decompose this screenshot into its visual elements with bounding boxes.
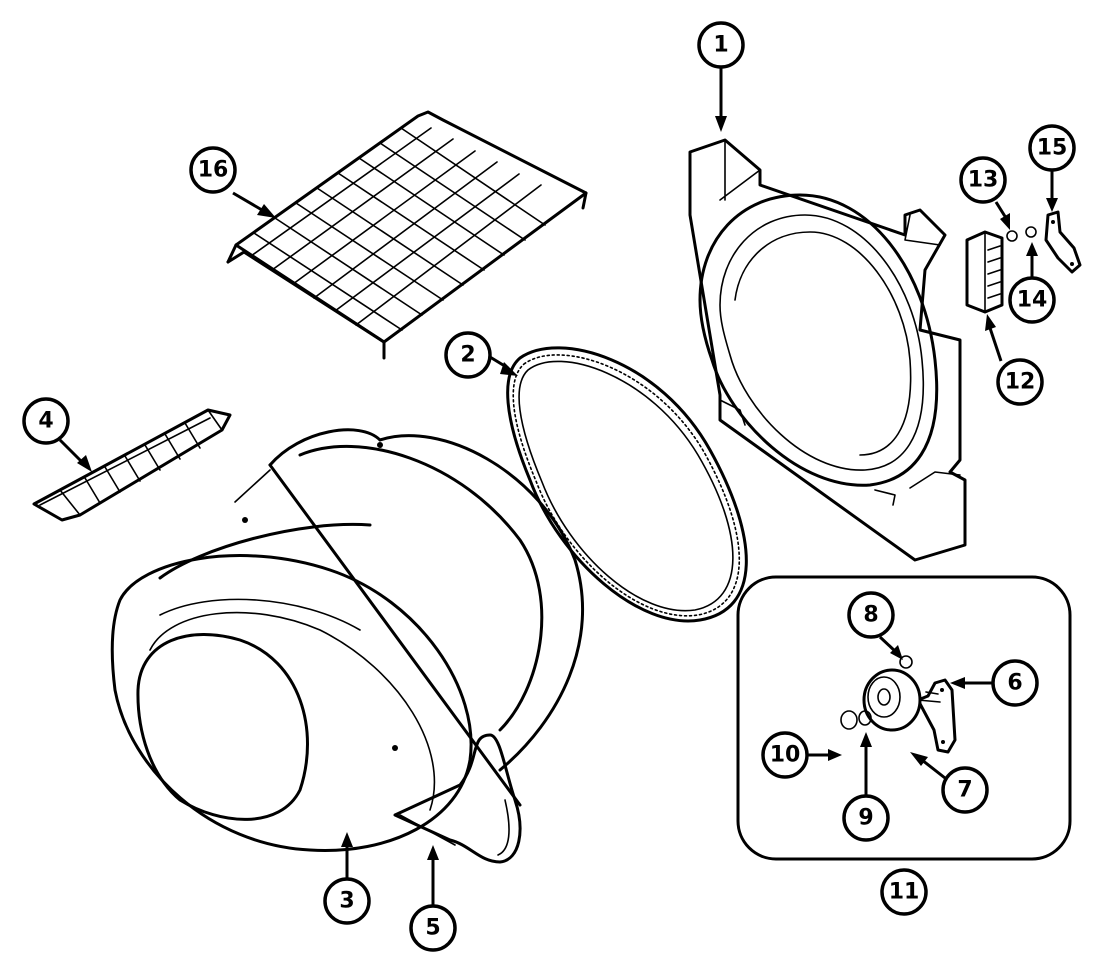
callout-14: 14 <box>1008 276 1056 324</box>
callout-15: 15 <box>1028 124 1076 172</box>
callout-1: 1 <box>697 21 745 69</box>
callout-6: 6 <box>991 659 1039 707</box>
leader-lines <box>58 66 1058 906</box>
callout-3: 3 <box>323 877 371 925</box>
baffle-part <box>32 408 232 522</box>
terminal-block-part <box>965 230 1004 314</box>
belt-part <box>393 733 522 864</box>
callout-11: 11 <box>880 868 928 916</box>
svg-text:5: 5 <box>425 916 440 941</box>
drum-part <box>110 428 585 852</box>
svg-text:7: 7 <box>957 778 972 803</box>
roller-cap-part <box>899 655 913 669</box>
retaining-ring-part <box>840 710 858 730</box>
svg-text:16: 16 <box>198 158 229 183</box>
washer-part <box>1006 226 1037 242</box>
callout-7: 7 <box>941 766 989 814</box>
callout-10: 10 <box>761 731 809 779</box>
callout-12: 12 <box>996 358 1044 406</box>
svg-text:12: 12 <box>1005 370 1036 395</box>
roller-kit-inset <box>736 575 1072 861</box>
callout-13: 13 <box>959 156 1007 204</box>
callout-8: 8 <box>847 591 895 639</box>
svg-text:8: 8 <box>863 603 878 628</box>
seal-part <box>506 346 748 623</box>
roller-bracket-part <box>916 678 957 754</box>
front-panel-part <box>688 138 967 562</box>
svg-text:1: 1 <box>713 33 728 58</box>
svg-text:13: 13 <box>968 168 999 193</box>
svg-text:11: 11 <box>889 880 920 905</box>
callout-5: 5 <box>409 904 457 952</box>
callout-9: 9 <box>842 794 890 842</box>
svg-text:4: 4 <box>38 409 53 434</box>
svg-text:14: 14 <box>1017 288 1048 313</box>
callout-2: 2 <box>444 331 492 379</box>
bracket-part <box>1044 210 1082 274</box>
callout-4: 4 <box>22 397 70 445</box>
roller-washer-part <box>858 710 872 726</box>
svg-text:9: 9 <box>858 806 873 831</box>
svg-text:10: 10 <box>770 743 801 768</box>
callout-16: 16 <box>189 146 237 194</box>
svg-text:3: 3 <box>339 889 354 914</box>
svg-text:2: 2 <box>460 343 475 368</box>
svg-text:6: 6 <box>1007 671 1022 696</box>
svg-text:15: 15 <box>1037 136 1068 161</box>
drying-rack-part <box>226 110 588 360</box>
